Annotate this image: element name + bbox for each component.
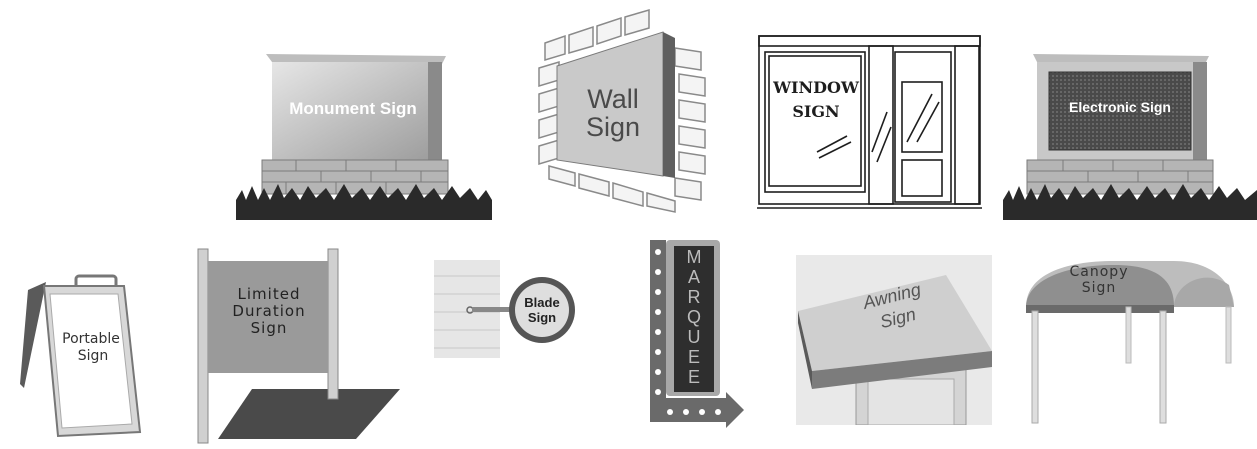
marquee-letter-a: A <box>674 268 714 287</box>
blade-sign-line1: Blade <box>514 296 570 310</box>
wall-sign-illustration: Wall Sign <box>535 8 710 213</box>
portable-sign-line2: Sign <box>54 349 132 364</box>
monument-sign-graphic <box>236 50 492 220</box>
window-sign-line2: SIGN <box>771 104 861 121</box>
window-sign-line1: WINDOW <box>771 80 861 97</box>
marquee-letter-m: M <box>674 248 714 267</box>
window-sign-graphic <box>757 32 982 210</box>
canopy-sign-illustration: Canopy Sign <box>1024 255 1236 425</box>
window-sign-illustration: WINDOW SIGN <box>757 32 982 210</box>
portable-sign-line1: Portable <box>52 332 130 347</box>
monument-sign-label: Monument Sign <box>278 100 428 118</box>
canopy-sign-line2: Sign <box>1044 281 1154 296</box>
marquee-letter-e1: E <box>674 348 714 367</box>
blade-sign-line2: Sign <box>514 311 570 325</box>
limited-duration-sign-line1: Limited <box>210 287 328 303</box>
limited-duration-sign-line3: Sign <box>210 321 328 337</box>
wall-sign-label: Wall Sign <box>561 85 665 142</box>
canopy-sign-line1: Canopy <box>1044 265 1154 280</box>
electronic-sign-graphic <box>1003 50 1257 220</box>
marquee-letter-u: U <box>674 328 714 347</box>
portable-sign-illustration: Portable Sign <box>18 272 143 442</box>
electronic-sign-illustration: Electronic Sign <box>1003 50 1257 220</box>
limited-duration-sign-graphic <box>196 247 400 445</box>
marquee-letter-e2: E <box>674 368 714 387</box>
marquee-letter-r: R <box>674 288 714 307</box>
awning-sign-illustration: Awning Sign <box>796 255 992 425</box>
marquee-sign-illustration: M A R Q U E E <box>646 238 746 430</box>
limited-duration-sign-illustration: Limited Duration Sign <box>196 247 400 445</box>
marquee-letter-q: Q <box>674 308 714 327</box>
monument-sign-illustration: Monument Sign <box>236 50 492 220</box>
limited-duration-sign-line2: Duration <box>210 304 328 320</box>
electronic-sign-label: Electronic Sign <box>1049 100 1191 115</box>
awning-sign-graphic <box>796 255 992 425</box>
blade-sign-illustration: Blade Sign <box>432 258 582 360</box>
